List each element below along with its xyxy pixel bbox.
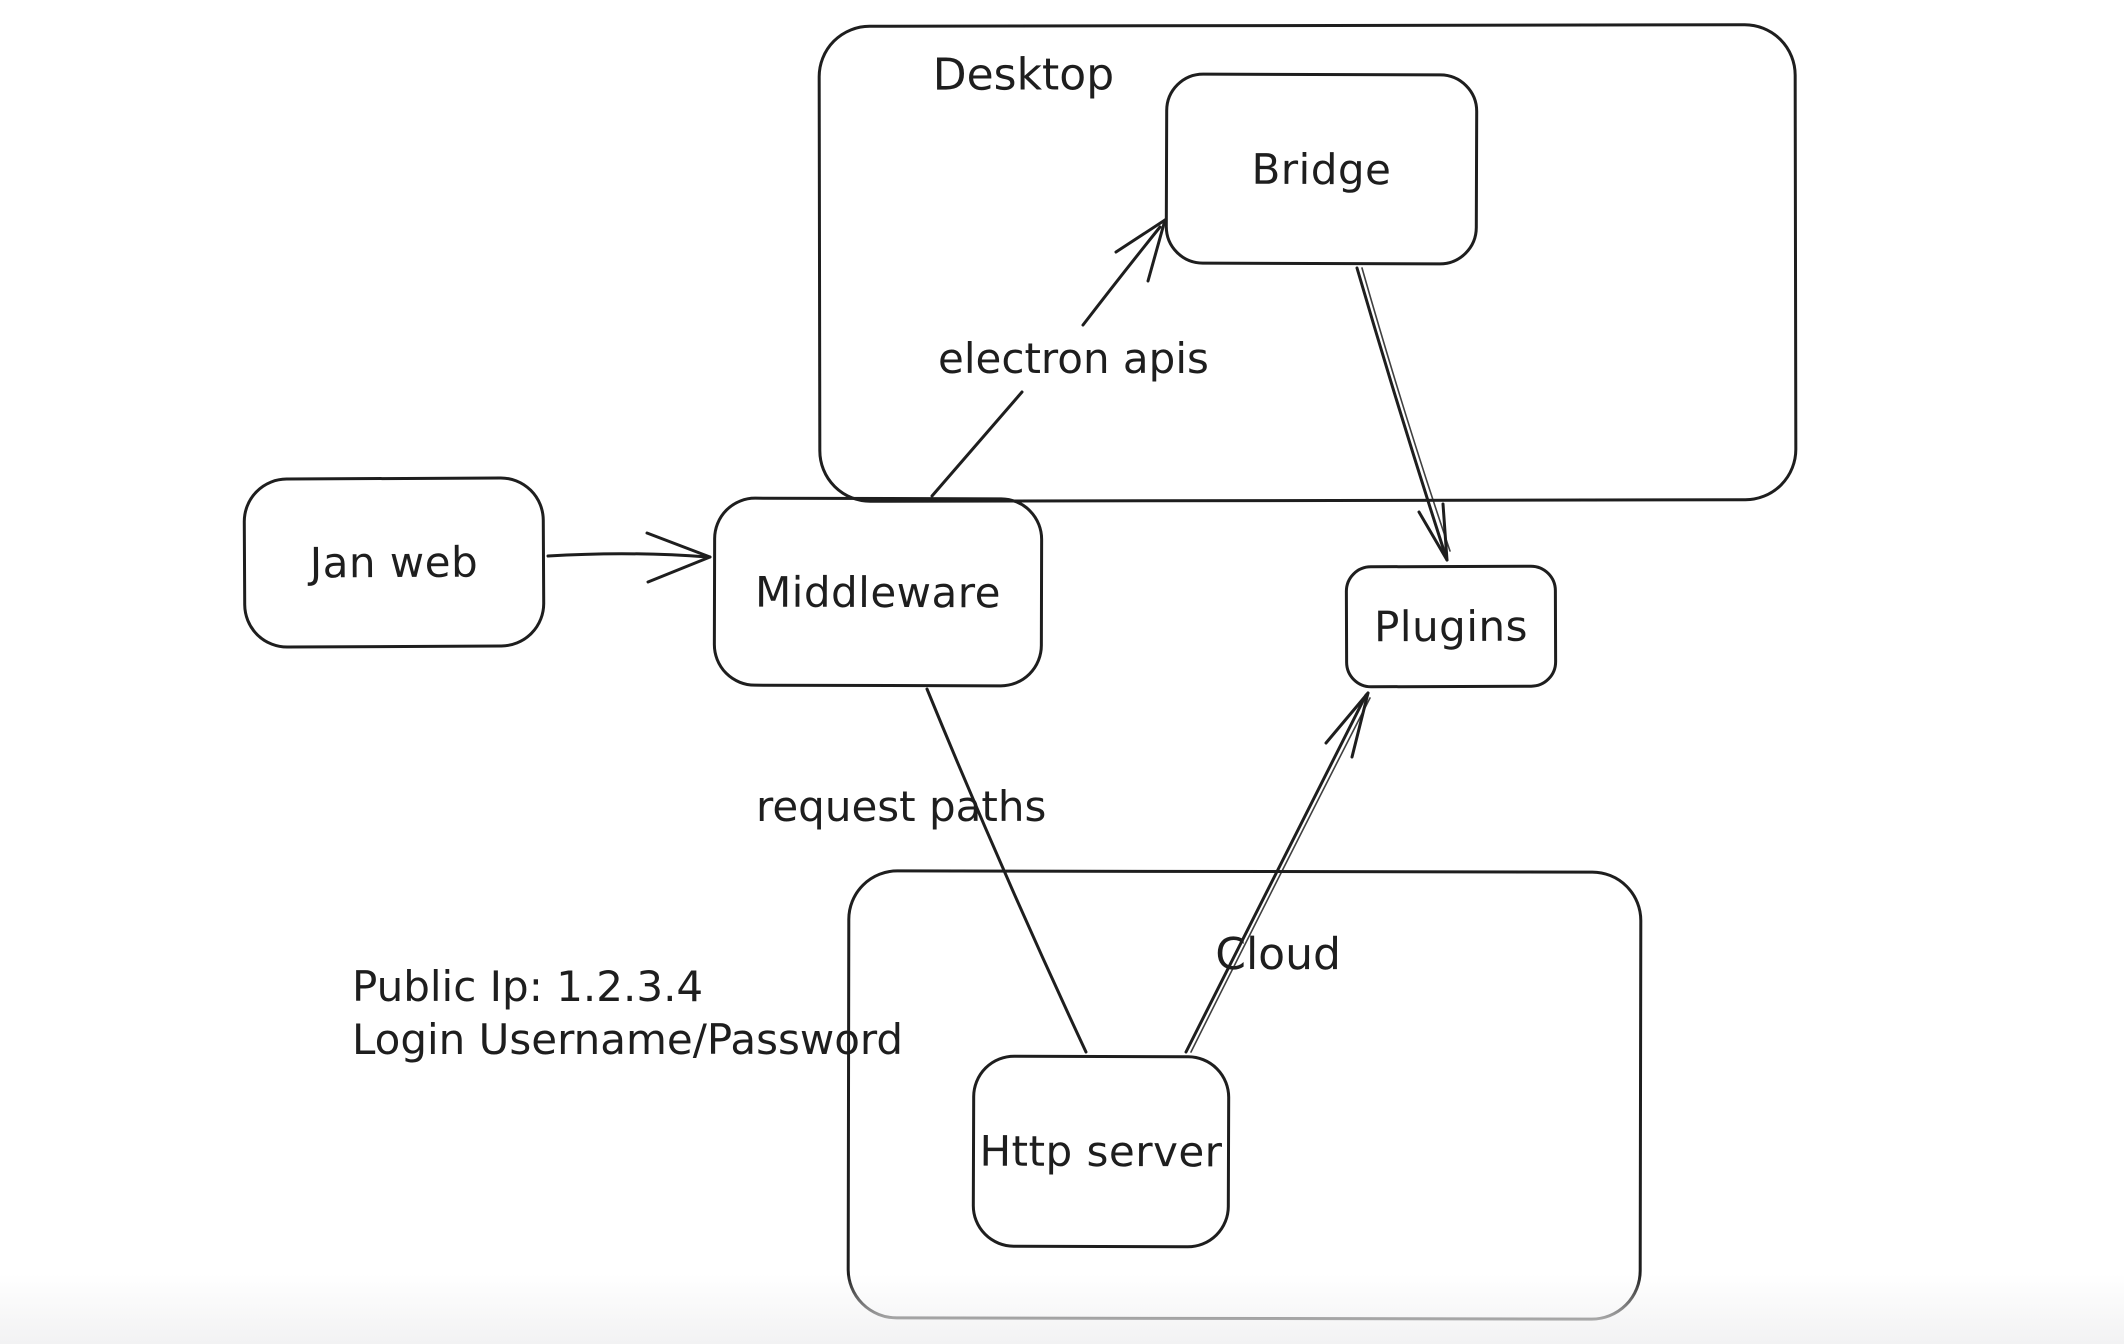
annotation-credentials[interactable]: Public Ip: 1.2.3.4 Login Username/Passwo… [352,960,903,1066]
node-middleware[interactable]: Middleware [712,496,1044,688]
edge-httpserver-plugins[interactable] [1184,693,1368,1054]
edge-janweb-middleware[interactable] [546,552,710,559]
edge-httpserver-plugins-echo [1190,697,1371,1053]
edge-label-request-paths[interactable]: request paths [756,782,1047,831]
arrowhead-httpserver-plugins [1324,691,1370,745]
arrowhead-middleware-bridge [1146,218,1167,283]
edge-middleware-bridge[interactable] [1081,225,1162,327]
node-cloud-label: Cloud [1215,928,1341,981]
node-plugins[interactable]: Plugins [1344,564,1558,689]
node-bridge-label: Bridge [1251,144,1392,194]
edge-label-electron-apis[interactable]: electron apis [938,334,1209,383]
arrowhead-middleware-bridge [1114,218,1167,254]
node-jan-web-label: Jan web [309,537,479,588]
annotation-public-ip: Public Ip: 1.2.3.4 [352,962,704,1011]
node-http-server[interactable]: Http server [971,1054,1231,1249]
annotation-login: Login Username/Password [352,1015,904,1064]
edge-middleware-bridge[interactable] [930,390,1024,498]
arrowhead-janweb-middleware [646,555,712,584]
edge-bridge-plugins-echo [1361,267,1451,552]
node-desktop-label: Desktop [932,49,1115,101]
edge-bridge-plugins[interactable] [1355,266,1448,559]
node-cloud-container[interactable]: Cloud [846,869,1643,1321]
node-bridge[interactable]: Bridge [1164,72,1479,266]
node-jan-web[interactable]: Jan web [242,476,546,649]
arrowhead-bridge-plugins [1441,502,1449,562]
node-http-server-label: Http server [979,1126,1223,1177]
edge-middleware-httpserver[interactable] [925,687,1088,1054]
arrowhead-janweb-middleware [645,531,712,559]
arrowhead-bridge-plugins [1417,510,1449,562]
arrowhead-httpserver-plugins [1350,691,1370,759]
node-plugins-label: Plugins [1373,601,1529,652]
node-middleware-label: Middleware [754,567,1002,617]
